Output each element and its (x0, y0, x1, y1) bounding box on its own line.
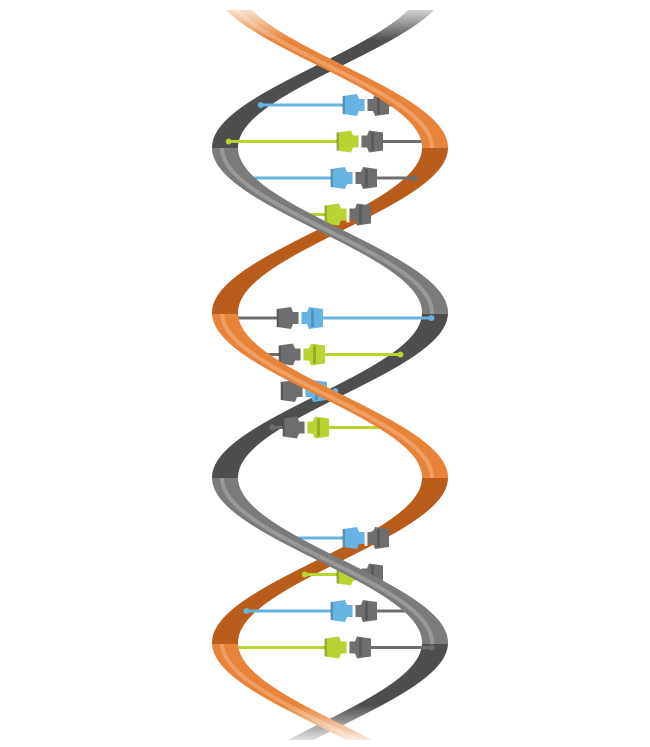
base-pair-seam (298, 310, 302, 326)
base-pair (243, 600, 417, 622)
nucleotide-gray (282, 416, 305, 439)
top-fade (0, 0, 650, 40)
base-pair (225, 307, 435, 329)
gray-strand-segment (212, 148, 448, 314)
base-end-dot (225, 138, 232, 145)
nucleotide-green (303, 343, 325, 366)
base-pair-seam (358, 133, 362, 150)
nucleotide-green (336, 130, 359, 153)
base-pairs (225, 94, 435, 659)
nucleotide-blue (330, 600, 353, 622)
base-end-dot (243, 608, 250, 614)
base-end-dot (428, 315, 435, 321)
base-pair (225, 130, 435, 153)
nucleotide-gray (349, 636, 371, 659)
base-pair-seam (304, 419, 308, 436)
nucleotide-gray (355, 167, 377, 189)
base-end-dot (257, 102, 264, 108)
base-end-dot (411, 175, 418, 181)
gray-strand-segment (287, 644, 448, 740)
base-end-dot (269, 424, 276, 431)
nucleotide-gray (280, 380, 303, 402)
base-pair-seam (346, 639, 350, 656)
nucleotide-gray (355, 600, 377, 622)
base-pair (225, 636, 435, 659)
nucleotide-gray (278, 343, 301, 366)
nucleotide-blue (342, 94, 365, 116)
nucleotide-green (307, 416, 329, 439)
base-end-dot (428, 644, 435, 651)
nucleotide-green (324, 636, 347, 659)
base-pair (256, 343, 404, 366)
nucleotide-gray (361, 130, 383, 153)
nucleotide-gray (276, 307, 299, 329)
base-pair-seam (300, 346, 304, 363)
gray-strand-highlight (220, 147, 434, 315)
gray-strand-segment (212, 10, 435, 148)
base-pair (242, 167, 418, 189)
orange-strand-highlight (220, 313, 434, 479)
bottom-fade (0, 705, 650, 747)
orange-strand-segment (212, 644, 373, 740)
nucleotide-blue (330, 167, 353, 189)
gray-strand-highlight (220, 477, 434, 645)
base-pair-seam (364, 97, 368, 113)
base-end-dot (397, 351, 404, 358)
base-pair (269, 416, 391, 439)
base-end-dot (301, 571, 308, 578)
gray-strand-segment (212, 478, 448, 644)
nucleotide-gray (349, 203, 371, 226)
nucleotide-gray (367, 527, 389, 549)
front-strands (212, 8, 448, 742)
nucleotide-green (324, 203, 347, 226)
nucleotide-blue (301, 307, 323, 329)
base-pair (299, 203, 371, 226)
orange-strand-segment (212, 314, 448, 478)
base-pair-seam (352, 170, 356, 186)
base-pair (287, 527, 389, 549)
base-pair-seam (346, 206, 350, 223)
base-pair-seam (302, 383, 306, 399)
nucleotide-blue (342, 527, 365, 549)
orange-strand-segment (225, 10, 448, 148)
base-pair-seam (364, 530, 368, 546)
base-pair-seam (352, 603, 356, 619)
